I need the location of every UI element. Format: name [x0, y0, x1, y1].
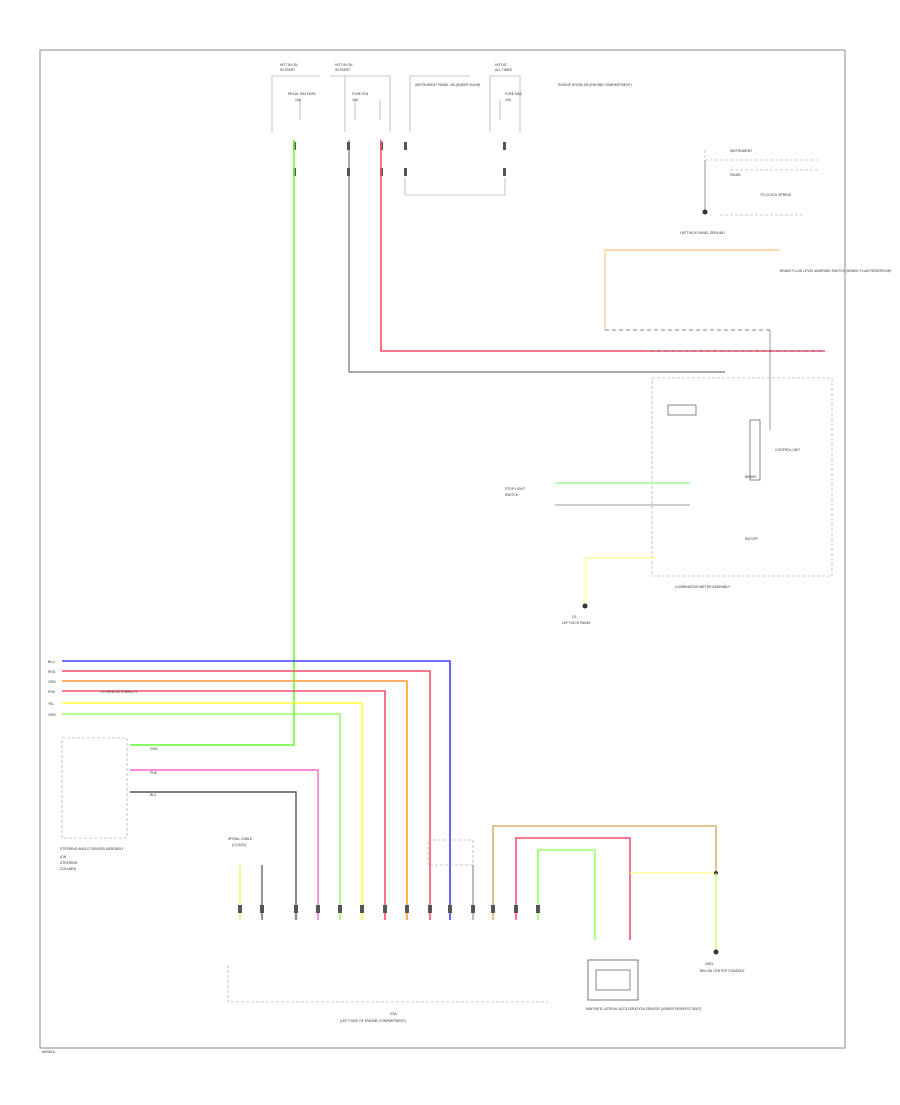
- left-harness: [62, 660, 451, 920]
- harness-label-grn: GRN: [48, 713, 56, 717]
- left-kick-ground-point: [702, 209, 708, 215]
- diagram-frame: [39, 49, 846, 1049]
- harness-label-orn: ORN: [48, 680, 56, 684]
- spiral-cable-sub: (CLOCK): [232, 843, 246, 847]
- harness-label-yel: YEL: [48, 702, 55, 706]
- conn2-sub: IN START: [335, 68, 350, 72]
- harness-label-blu: BLU: [48, 660, 55, 664]
- harness-note: TO VEHICLE STABILITY: [100, 690, 138, 694]
- footer-code: W0061A: [42, 1050, 56, 1054]
- ground-g1-loc: LEFT KICK PANEL: [562, 621, 591, 625]
- conn1-header: HOT IN ON: [280, 63, 298, 67]
- sensor-wire-pnk: PNK: [150, 771, 158, 775]
- ground-g501-sub: BELOW CENTER CONSOLE: [700, 969, 745, 973]
- brake-fluid-label: BRAKE FLUID LEVEL WARNING SWITCH (BRAKE …: [780, 269, 891, 273]
- inline-joint-box: [427, 839, 474, 866]
- top-connector-labels: HOT IN ON IN START RELAY IGN FUSE 10A HO…: [280, 63, 632, 102]
- wire-red-meter: [380, 140, 825, 352]
- instrument-panel-wires: [704, 160, 771, 430]
- ground-g501-label: G501: [705, 962, 713, 966]
- combination-meter-box: [651, 377, 833, 577]
- steering-sensor-title: STEERING ANGLE SENSOR ASSEMBLY: [60, 847, 124, 851]
- conn1-num: 10A: [295, 98, 302, 102]
- meter-assembly-label: COMBINATION METER ASSEMBLY: [675, 585, 731, 589]
- conn4-header: HOT AT: [495, 63, 507, 67]
- control-unit-label: CONTROL UNIT: [775, 448, 800, 452]
- ground-g1-label: G1: [572, 615, 577, 619]
- ground-g1-point: [582, 603, 588, 609]
- conn1-sub: IN START: [280, 68, 295, 72]
- wire-ground-g1: [584, 557, 655, 605]
- left-kick-ground-label: LEFT KICK PANEL GROUND: [680, 231, 725, 235]
- spiral-cable-title: SPIRAL CABLE: [228, 837, 253, 841]
- yaw-sensor-title: YAW RATE LATERAL ACCELERATION SENSOR (UN…: [585, 1007, 701, 1011]
- conn1-part: RELAY IGN FUSE: [288, 92, 316, 96]
- instrument-panel-box: [704, 150, 820, 216]
- spiral-cable-wires: [239, 865, 263, 920]
- top-connector-pins: [293, 142, 506, 176]
- conn2-num: 10A: [352, 98, 359, 102]
- ip-label-1: INSTRUMENT: [730, 149, 752, 153]
- harness-label-red: RED: [48, 670, 56, 674]
- meter-component-1: [667, 404, 697, 416]
- stop-light-label-1: STOP LIGHT: [505, 487, 525, 491]
- top-fuse-block: [271, 75, 521, 196]
- circuit-a-label: BRAKE: [745, 475, 757, 479]
- harness-label-pnk: PNK: [48, 690, 56, 694]
- vsa-module-outline: [227, 965, 548, 1003]
- wire-orange-brake: [604, 249, 780, 330]
- ip-label-2: PANEL: [730, 173, 741, 177]
- vsa-title: VSA: [390, 1012, 398, 1016]
- stop-light-label-2: SWITCH: [505, 493, 519, 497]
- yaw-sensor-inner: [595, 969, 631, 991]
- circuit-b-label: SW OFF: [745, 537, 758, 541]
- steering-sensor-sub-2: STEERING: [60, 861, 78, 865]
- wire-gray-meter: [348, 140, 725, 373]
- conn4-sub: ALL TIMES: [495, 68, 513, 72]
- meter-component-2: [749, 419, 761, 481]
- bottom-right-harness: [472, 825, 717, 940]
- conn4-part: FUSE HAZ: [505, 92, 522, 96]
- conn2-header: HOT IN ON: [335, 63, 353, 67]
- conn3-part: INSTRUMENT PANEL J/B (UNDER DASH): [415, 83, 480, 87]
- steering-sensor-box: [61, 737, 128, 839]
- steering-sensor-wires: [130, 769, 319, 920]
- yaw-sensor-box: [587, 959, 639, 1001]
- steering-sensor-sub-3: COLUMN): [60, 867, 76, 871]
- vsa-connector-pins: [238, 905, 540, 913]
- wire-green-main: [130, 140, 295, 746]
- conn2-part: FUSE IGN: [352, 92, 369, 96]
- conn5-part: ENGINE ROOM J/B (ENGINE COMPARTMENT): [558, 83, 632, 87]
- to-clock-label: TO CLOCK SPRING: [760, 193, 792, 197]
- conn4-num: 10A: [505, 98, 512, 102]
- sensor-wire-blk: BLK: [150, 793, 157, 797]
- ground-g501-point: [713, 949, 719, 955]
- sensor-wire-grn: GRN: [150, 747, 158, 751]
- vsa-sub: (LEFT SIDE OF ENGINE COMPARTMENT): [340, 1019, 406, 1023]
- steering-sensor-sub-1: (ON: [60, 855, 67, 859]
- left-harness-labels: BLU RED ORN PNK YEL GRN TO VEHICLE STABI…: [48, 660, 138, 717]
